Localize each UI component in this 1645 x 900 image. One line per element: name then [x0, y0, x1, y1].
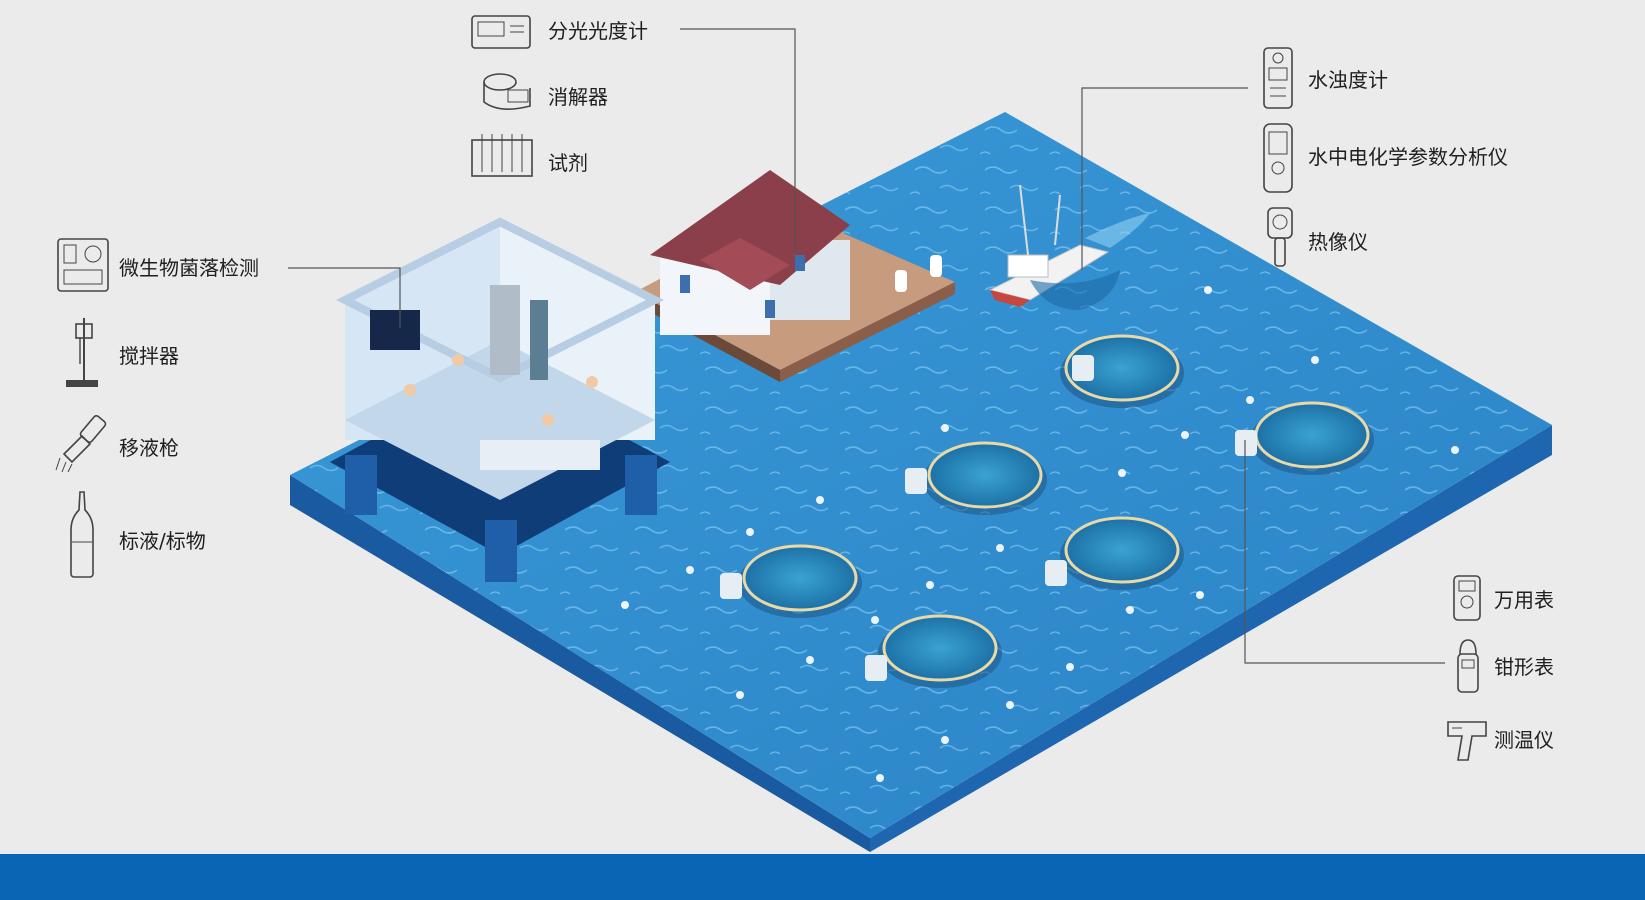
buoy-dots — [621, 286, 1459, 782]
equipment-label-digester: 消解器 — [548, 85, 608, 109]
floating-house — [635, 170, 955, 382]
electrochemical-analyzer-icon — [1263, 123, 1293, 193]
reagent-rack-icon — [471, 134, 533, 177]
bottom-bar — [0, 854, 1645, 900]
digester-icon — [483, 73, 531, 110]
equipment-label-electrochem: 水中电化学参数分析仪 — [1308, 145, 1508, 169]
equipment-label-thermometer: 测温仪 — [1494, 728, 1554, 752]
multimeter-icon — [1453, 575, 1481, 621]
equipment-label-turbidity: 水浊度计 — [1308, 68, 1388, 92]
equipment-label-spectro: 分光光度计 — [548, 19, 648, 43]
equipment-label-thermal: 热像仪 — [1308, 230, 1368, 254]
stirrer-icon — [66, 318, 98, 387]
equipment-label-pipette: 移液枪 — [119, 436, 179, 460]
leader-lines — [288, 28, 1445, 664]
pipette-icon — [55, 414, 107, 472]
equipment-label-standard: 标液/标物 — [119, 529, 206, 553]
equipment-label-stirrer: 搅拌器 — [119, 344, 179, 368]
turbidity-meter-icon — [1263, 47, 1293, 109]
equipment-label-colony: 微生物菌落检测 — [119, 256, 259, 280]
spectrophotometer-icon — [471, 15, 531, 49]
colony-counter-icon — [57, 238, 109, 292]
equipment-label-multimeter: 万用表 — [1494, 588, 1554, 612]
equipment-label-reagent: 试剂 — [548, 151, 588, 175]
equipment-label-clamp: 钳形表 — [1494, 655, 1554, 679]
clamp-meter-icon — [1457, 639, 1479, 693]
thermal-imager-icon — [1267, 207, 1293, 267]
fishing-boat — [988, 184, 1150, 310]
laboratory-building — [330, 217, 670, 582]
ir-thermometer-icon — [1447, 721, 1487, 761]
standard-bottle-icon — [70, 491, 94, 578]
fish-pools — [720, 334, 1374, 688]
